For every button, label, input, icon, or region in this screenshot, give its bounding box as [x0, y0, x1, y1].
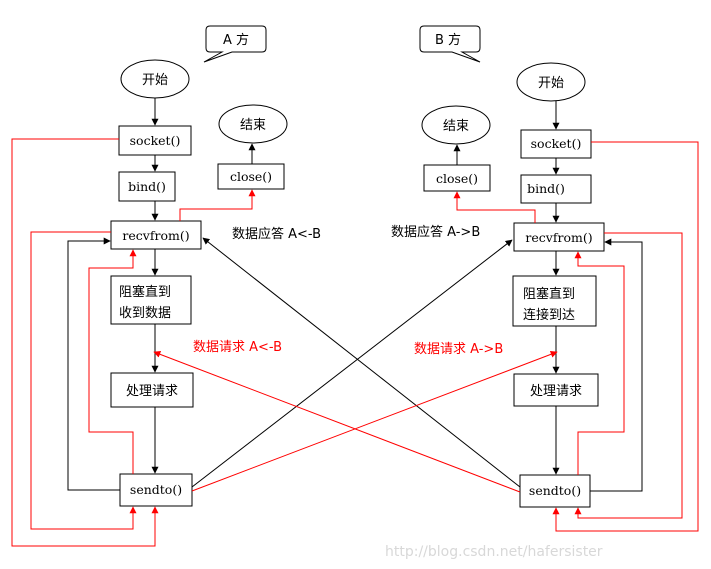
- label-reply-to-a: 数据应答 A<-B: [232, 226, 321, 242]
- a-sendto-box: [119, 473, 193, 507]
- a-close-box: [217, 163, 285, 190]
- a-red-recv-close: [179, 189, 256, 221]
- a-block-box: [110, 275, 192, 325]
- label-reply-to-b: 数据应答 A->B: [391, 224, 480, 240]
- b-sendto-box: [519, 474, 591, 508]
- a-callout-label: A 方: [223, 32, 249, 48]
- a-callout-bubble: [203, 25, 267, 63]
- a-process-label: 处理请求: [126, 384, 178, 399]
- b-socket-box: [520, 129, 592, 159]
- b-bind-box: [520, 174, 592, 204]
- b-end-node: [421, 105, 491, 145]
- b-socket-label: socket(): [531, 136, 582, 151]
- b-recvfrom-box: [513, 222, 605, 252]
- b-process-label: 处理请求: [530, 384, 582, 399]
- side-a: A 方 开始 socket() bind() recvfrom() 阻塞直到 收…: [11, 25, 288, 547]
- b-bind-label: bind(): [527, 181, 565, 196]
- a-socket-label: socket(): [130, 133, 181, 148]
- reply-arrow-to-a: [202, 237, 521, 488]
- b-loop-sendto-recv: [590, 238, 643, 492]
- a-sendto-label: sendto(): [130, 482, 182, 497]
- b-sendto-label: sendto(): [529, 483, 581, 498]
- b-start-node: [516, 62, 586, 102]
- b-red-outer-loop: [552, 141, 699, 532]
- b-block-line1: 阻塞直到: [523, 286, 575, 302]
- request-arrow-to-a: [153, 350, 521, 493]
- a-bind-box: [118, 171, 176, 202]
- a-red-process-loop: [88, 249, 137, 474]
- a-recvfrom-label: recvfrom(): [122, 228, 189, 243]
- b-block-box: [512, 275, 597, 327]
- b-start-label: 开始: [538, 76, 564, 91]
- b-callout-label: B 方: [435, 32, 461, 48]
- b-red-recv-close: [453, 191, 536, 223]
- a-recvfrom-box: [110, 220, 202, 250]
- b-end-label: 结束: [443, 119, 469, 134]
- request-arrow-to-b: [191, 350, 558, 492]
- b-recvfrom-label: recvfrom(): [525, 230, 592, 245]
- b-block-line2: 连接到达: [523, 307, 575, 323]
- cross-messages: [153, 237, 558, 493]
- a-red-outer-loop: [11, 138, 159, 547]
- a-start-label: 开始: [142, 73, 168, 88]
- a-bind-label: bind(): [128, 179, 166, 194]
- a-end-label: 结束: [240, 118, 266, 133]
- side-b: B 方 开始 socket() bind() recvfrom() 阻塞直到 连…: [419, 25, 699, 532]
- b-red-process-loop: [574, 251, 625, 475]
- a-red-recv-loop: [30, 231, 137, 530]
- watermark: http://blog.csdn.net/hafersister: [385, 544, 603, 560]
- label-request-to-b: 数据请求 A->B: [414, 342, 503, 357]
- a-loop-sendto-recv: [67, 237, 120, 491]
- a-close-label: close(): [230, 169, 272, 184]
- reply-arrow-to-b: [191, 239, 513, 488]
- a-block-line1: 阻塞直到: [119, 284, 171, 300]
- b-callout-bubble: [419, 25, 481, 63]
- label-request-to-a: 数据请求 A<-B: [193, 340, 282, 355]
- b-close-label: close(): [436, 171, 478, 186]
- a-end-node: [218, 104, 288, 144]
- a-socket-box: [118, 125, 192, 156]
- b-close-box: [423, 164, 491, 192]
- a-block-line2: 收到数据: [119, 306, 171, 321]
- a-process-box: [110, 372, 194, 408]
- b-red-recv-loop: [574, 232, 683, 519]
